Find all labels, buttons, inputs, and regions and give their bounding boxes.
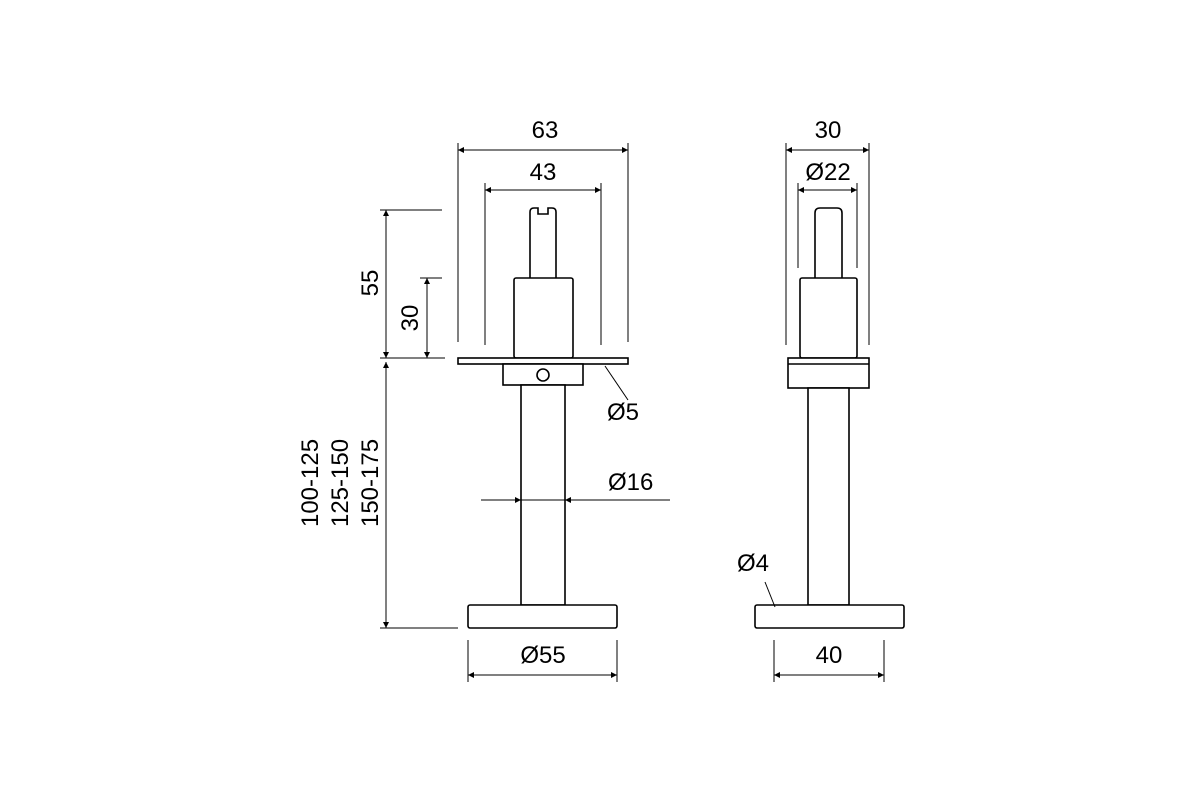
- height-range-1: 100-125: [297, 439, 324, 527]
- front-extension-lines: [380, 143, 629, 682]
- front-view: 63 43 55 30 100-125 125-150 150-175 Ø5 Ø…: [297, 117, 670, 682]
- dim-label-30: 30: [397, 305, 424, 332]
- base: [467, 604, 618, 629]
- height-range-3: 150-175: [357, 439, 384, 527]
- dim-label-hole: Ø5: [607, 399, 639, 426]
- dim-label-4: Ø4: [737, 550, 769, 577]
- dim-label-55: 55: [357, 270, 384, 297]
- body: [799, 277, 858, 359]
- leader-5: [604, 365, 629, 401]
- hole-circle: [536, 368, 550, 382]
- dim-label-40: 40: [816, 642, 843, 669]
- height-range-2: 125-150: [327, 439, 354, 527]
- dim-label-22: Ø22: [805, 159, 850, 186]
- flange: [787, 357, 870, 389]
- front-dimension-lines: [383, 147, 670, 678]
- side-view: 30 Ø22 Ø4 40: [737, 117, 905, 682]
- flange-plate: [457, 357, 629, 365]
- dim-label-base: Ø55: [520, 642, 565, 669]
- dim-label-tube: Ø16: [608, 469, 653, 496]
- side-dimension-lines: [764, 147, 884, 678]
- tube: [807, 387, 850, 606]
- slotted-pin: [529, 207, 557, 278]
- leader-4: [764, 581, 776, 608]
- dim-label-43: 43: [530, 159, 557, 186]
- side-part-outline: [754, 207, 905, 629]
- dim-label-30-side: 30: [815, 117, 842, 144]
- tube: [520, 384, 566, 606]
- body: [513, 277, 574, 359]
- dim-label-63: 63: [532, 117, 559, 144]
- pin: [814, 207, 843, 278]
- front-part-outline: [457, 207, 629, 629]
- base: [754, 604, 905, 629]
